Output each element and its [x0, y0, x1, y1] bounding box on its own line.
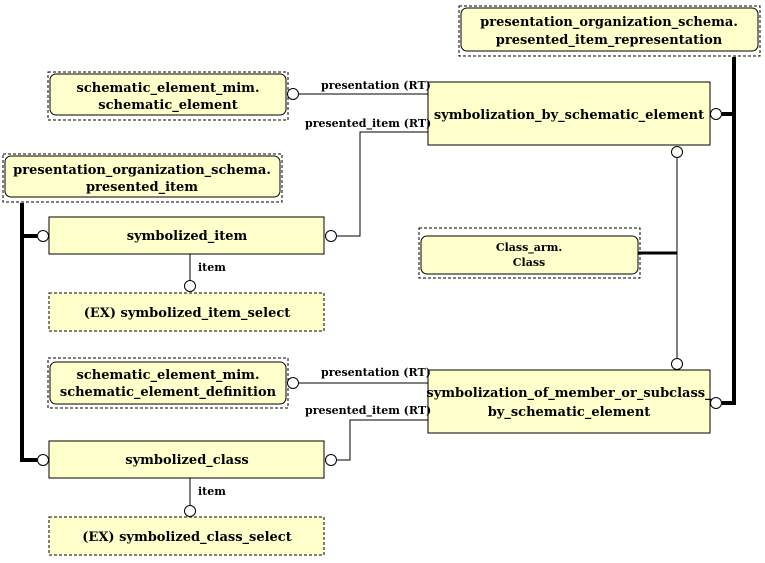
entity-label: schematic_element_definition: [60, 385, 277, 400]
relation-end-circle: [710, 108, 722, 120]
entity-symbolized-item-select[interactable]: (EX) symbolized_item_select: [48, 292, 325, 332]
entity-label: symbolization_by_schematic_element: [434, 108, 704, 123]
relation-end-circle: [325, 230, 337, 242]
entity-label: (EX) symbolized_class_select: [82, 530, 291, 545]
entity-presented-item[interactable]: presentation_organization_schema. presen…: [2, 153, 283, 203]
relation-end-circle: [184, 505, 196, 517]
relation-end-circle: [287, 88, 299, 100]
entity-class-arm[interactable]: Class_arm. Class: [418, 227, 641, 279]
supertype-line-left: [20, 203, 37, 462]
relation-end-circle: [37, 454, 49, 466]
entity-symbolized-item[interactable]: symbolized_item: [48, 216, 325, 255]
entity-label: presentation_organization_schema.: [13, 163, 271, 178]
relation-label: item: [198, 485, 226, 498]
relation-end-circle: [325, 454, 337, 466]
entity-symbolized-class-select[interactable]: (EX) symbolized_class_select: [48, 516, 325, 556]
relation-end-circle: [184, 280, 196, 292]
entity-schematic-element-definition[interactable]: schematic_element_mim. schematic_element…: [47, 357, 289, 409]
entity-label: (EX) symbolized_item_select: [84, 306, 291, 321]
entity-presented-item-representation[interactable]: presentation_organization_schema. presen…: [458, 5, 761, 57]
relation-end-circle: [671, 146, 683, 158]
relation-end-circle: [710, 397, 722, 409]
relation-label: item: [198, 261, 226, 274]
entity-label: presented_item_representation: [496, 33, 723, 48]
entity-label: symbolization_of_member_or_subclass_: [426, 386, 712, 401]
relation-presented-item-1: [337, 131, 428, 237]
entity-label: presentation_organization_schema.: [480, 15, 738, 30]
entity-label: symbolized_class: [125, 453, 248, 468]
supertype-line-right: [722, 57, 736, 405]
entity-label: by_schematic_element: [488, 405, 651, 420]
relation-end-circle: [287, 377, 299, 389]
entity-label: presented_item: [86, 180, 198, 195]
entity-label: schematic_element: [98, 98, 237, 113]
relation-presented-item-2: [337, 419, 428, 461]
entity-symbolized-class[interactable]: symbolized_class: [48, 440, 325, 479]
entity-symbolization-of-member[interactable]: symbolization_of_member_or_subclass_ by_…: [426, 369, 712, 434]
relation-label: presentation (RT): [321, 366, 431, 379]
entity-label: Class: [513, 256, 545, 269]
entity-label: schematic_element_mim.: [77, 81, 260, 96]
relation-label: presented_item (RT): [305, 404, 431, 418]
relation-label: presentation (RT): [321, 79, 431, 92]
relation-end-circle: [37, 230, 49, 242]
entity-schematic-element[interactable]: schematic_element_mim. schematic_element: [47, 71, 289, 121]
relation-end-circle: [671, 358, 683, 370]
entity-label: Class_arm.: [496, 241, 562, 255]
entity-label: schematic_element_mim.: [77, 368, 260, 383]
relation-label: presented_item (RT): [305, 117, 431, 131]
entity-symbolization-by-schematic-element[interactable]: symbolization_by_schematic_element: [427, 81, 711, 146]
entity-label: symbolized_item: [127, 229, 248, 244]
